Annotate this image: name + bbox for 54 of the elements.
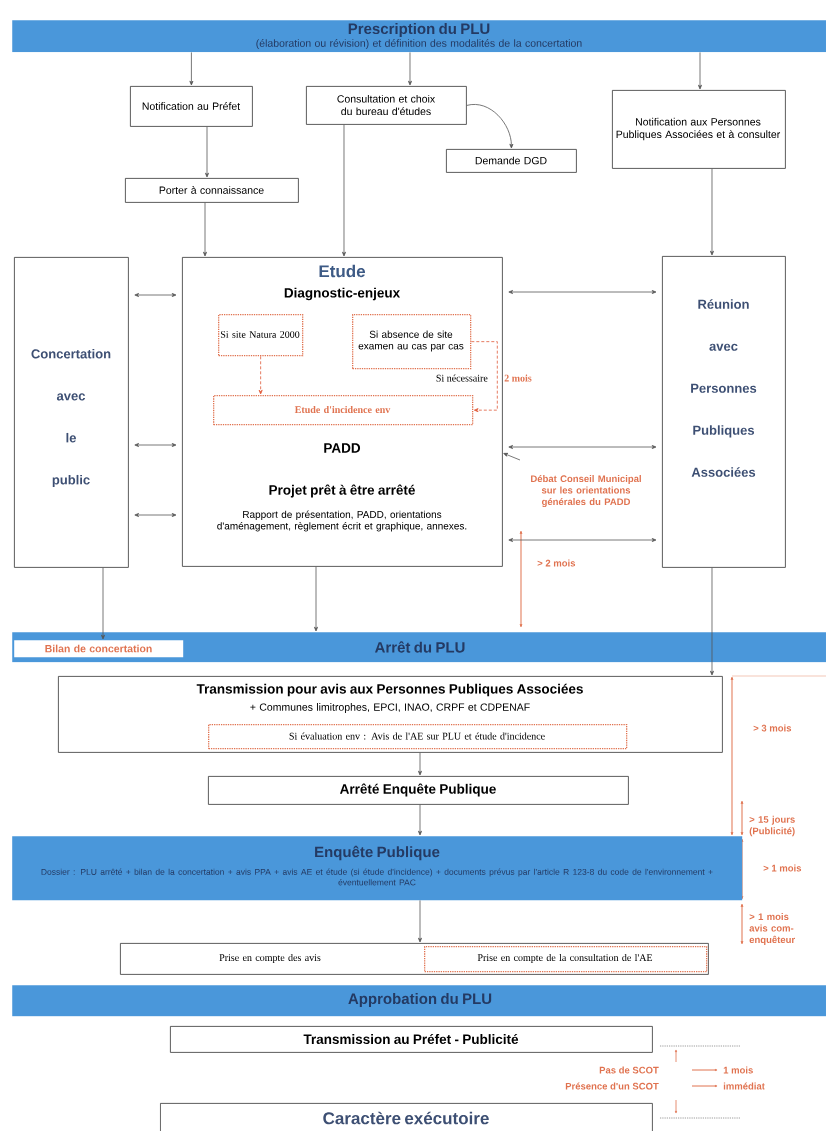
- arrow: [710, 567, 714, 676]
- process-box: Notification au Préfet: [130, 86, 253, 127]
- arrow: [418, 752, 422, 776]
- condition-box: Si site Natura 2000: [218, 314, 304, 357]
- note-text: Pas de SCOT: [599, 1066, 659, 1074]
- phase-banner: Prescription du PLU (élaboration ou révision) et définition des modalités de la concertation: [12, 20, 826, 53]
- arrow: [101, 567, 105, 640]
- arrow: [508, 290, 657, 294]
- arrow: [134, 513, 177, 517]
- process-box: Transmission au Préfet - Publicité: [170, 1026, 653, 1053]
- arrow: [418, 900, 422, 943]
- note-text: > 1 mois: [762, 863, 803, 873]
- condition-box: Etude d'incidence env: [213, 395, 474, 426]
- arrow: [408, 52, 412, 86]
- stage-label: Bilan de concertation: [14, 640, 184, 658]
- note-text: Présence d'un SCOT: [565, 1082, 659, 1090]
- condition-box: Si absence de site examen au cas par cas: [352, 314, 472, 370]
- arrow: [203, 202, 207, 257]
- phase-banner: Enquête Publique Dossier : PLU arrêté + bilan de la concertation + avis PPA + avis AE et étude (si étude d'incidence) + documents prévus par l'article R 123-8 du code de l'environnement + éventuellement PAC: [12, 836, 743, 901]
- process-box: Concertation avec le public: [14, 257, 129, 568]
- condition-box: Si évaluation env : Avis de l'AE sur PLU et étude d'incidence: [208, 724, 628, 750]
- process-box: Porter à connaissance: [125, 178, 299, 203]
- note-text: Si nécessaire: [436, 374, 488, 382]
- note-text: immédiat: [723, 1082, 765, 1090]
- arrow: [466, 104, 514, 149]
- arrow: [342, 124, 346, 257]
- note-text: 1 mois: [723, 1066, 753, 1074]
- arrow: [205, 126, 209, 178]
- phase-banner: Approbation du PLU: [12, 985, 826, 1017]
- arrow: [470, 341, 498, 413]
- condition-box: Prise en compte de la consultation de l'AE: [424, 946, 708, 973]
- note-text: > 15 jours (Publicité): [749, 815, 795, 837]
- arrow: [418, 804, 422, 836]
- arrow: [134, 443, 177, 447]
- process-box: Demande DGD: [446, 149, 577, 173]
- arrow: [134, 293, 177, 297]
- process-box: Arrêté Enquête Publique: [208, 776, 629, 805]
- arrow: [258, 355, 263, 395]
- arrow: [698, 52, 702, 90]
- note-text: > 2 mois: [537, 559, 576, 567]
- arrow: [710, 168, 714, 256]
- arrow: [189, 52, 194, 86]
- note-text: Débat Conseil Municipal sur les orientations générales du PADD: [531, 475, 641, 507]
- arrow: [508, 538, 657, 542]
- note-text: > 1 mois avis com-enquêteur: [749, 913, 795, 945]
- process-box: Réunion avec Personnes Publiques Associées: [662, 256, 786, 568]
- process-box: Notification aux Personnes Publiques Associées et à consulter: [612, 90, 786, 169]
- process-box: Caractère exécutoire: [160, 1103, 653, 1131]
- arrow: [503, 452, 521, 461]
- note-text: 2 mois: [504, 374, 532, 382]
- arrow: [508, 445, 657, 449]
- note-text: > 3 mois: [753, 724, 792, 732]
- process-box: Consultation et choix du bureau d'études: [306, 86, 467, 125]
- arrow: [314, 566, 318, 632]
